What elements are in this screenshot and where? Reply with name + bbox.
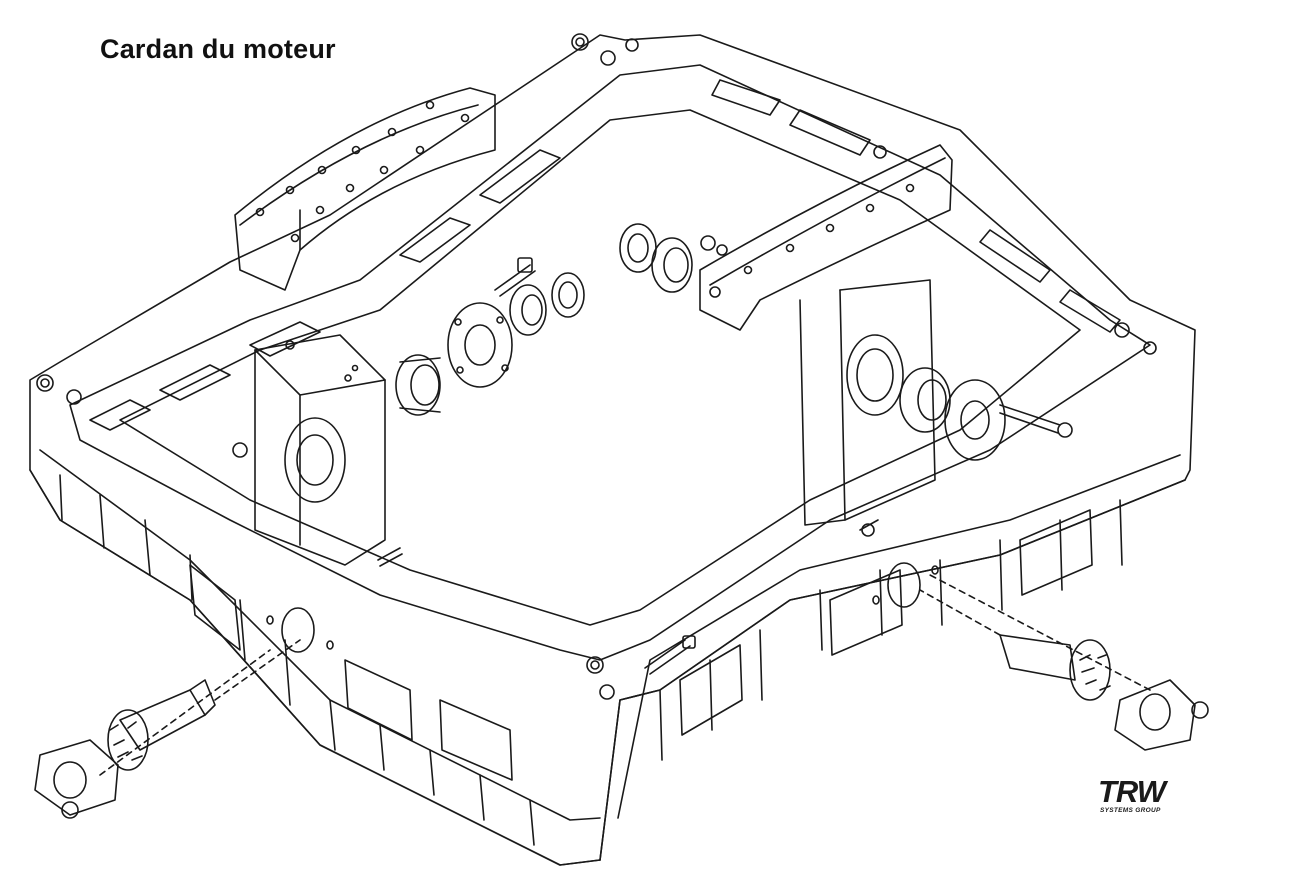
right-exploded-bearing-stack <box>899 367 1073 461</box>
right-curved-bracket <box>699 144 953 526</box>
right-cardan-shaft <box>919 574 1209 751</box>
bolts <box>377 519 879 675</box>
left-curved-bracket <box>234 87 496 291</box>
left-cardan-shaft <box>34 639 301 819</box>
trw-logo: TRW SYSTEMS GROUP <box>1098 774 1170 814</box>
gimbal-frame <box>29 34 1196 866</box>
corner-fittings <box>36 33 1157 700</box>
logo-subtitle: SYSTEMS GROUP <box>1100 807 1161 814</box>
page-title: Cardan du moteur <box>100 34 336 64</box>
logo-name: TRW <box>1098 774 1169 809</box>
left-bearing-block <box>254 334 386 566</box>
left-exploded-bearing-stack <box>395 223 728 416</box>
